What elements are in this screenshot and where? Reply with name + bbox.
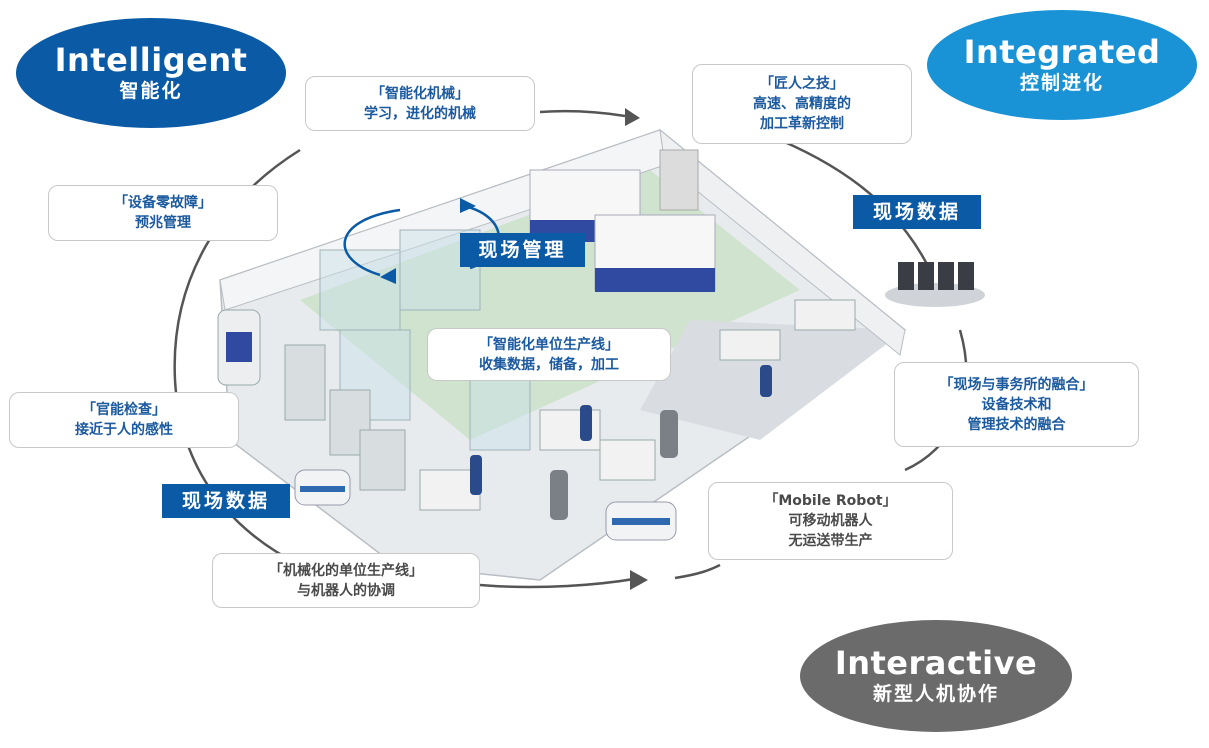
callout-craftsman: 「匠人之技」 高速、高精度的 加工革新控制 <box>692 64 912 144</box>
door-3 <box>359 429 406 491</box>
callout-office-fusion: 「现场与事务所的融合」 设备技术和 管理技术的融合 <box>894 362 1139 447</box>
integrated-title: Integrated <box>963 33 1161 71</box>
field-management-tag: 现场管理 <box>460 233 585 267</box>
callout-mechanized-cell: 「机械化的单位生产线」 与机器人的协调 <box>212 553 480 608</box>
integrated-badge: Integrated 控制进化 <box>927 10 1197 120</box>
arrow-head-bottom <box>630 570 648 590</box>
intelligent-title: Intelligent <box>54 41 248 79</box>
rotation-arrow-head-1 <box>380 268 396 284</box>
server-stack-icon <box>885 262 985 307</box>
office-floor <box>640 320 905 440</box>
workbench-3 <box>599 439 656 481</box>
office-desk-1 <box>719 329 781 361</box>
mobile-robot-left <box>294 469 351 506</box>
field-data-tag-right: 现场数据 <box>853 195 981 229</box>
cycle-arc-left-upper <box>173 148 301 381</box>
worker-3 <box>760 365 772 397</box>
service-robot <box>217 309 261 386</box>
robot-arm-1 <box>550 470 568 520</box>
interactive-badge: Interactive 新型人机协作 <box>800 620 1072 732</box>
door-1 <box>284 344 326 421</box>
machine-large-2-base <box>595 268 715 292</box>
callout-smart-cell: 「智能化单位生产线」 收集数据，储备，加工 <box>427 328 671 381</box>
cycle-arc-bottom-right <box>674 563 721 580</box>
callout-smart-machine: 「智能化机械」 学习，进化的机械 <box>305 76 535 131</box>
cycle-arc-bottom-left <box>479 576 641 589</box>
interactive-title: Interactive <box>834 644 1038 682</box>
cycle-arc-top <box>539 109 626 118</box>
interactive-subtitle: 新型人机协作 <box>872 683 999 705</box>
worker-2 <box>580 405 592 441</box>
glass-booth-1 <box>319 249 401 331</box>
integrated-subtitle: 控制进化 <box>1019 72 1104 94</box>
arrow-head-top <box>625 108 640 126</box>
callout-zero-failure: 「设备零故障」 预兆管理 <box>48 185 278 241</box>
worker-1 <box>470 455 482 495</box>
cycle-arc-right-upper <box>779 138 932 271</box>
field-data-tag-left: 现场数据 <box>162 484 290 518</box>
robot-arm-2 <box>660 410 678 458</box>
cabinet <box>659 149 699 211</box>
intelligent-subtitle: 智能化 <box>119 80 183 102</box>
rotation-arrow-head-2 <box>460 198 476 213</box>
intelligent-badge: Intelligent 智能化 <box>16 18 286 128</box>
mobile-robot-right <box>605 501 677 541</box>
callout-mobile-robot: 「Mobile Robot」 可移动机器人 无运送带生产 <box>708 482 953 560</box>
glass-booth-4 <box>469 379 531 451</box>
office-desk-2 <box>794 299 856 331</box>
callout-sensory-check: 「官能检查」 接近于人的感性 <box>9 392 239 448</box>
